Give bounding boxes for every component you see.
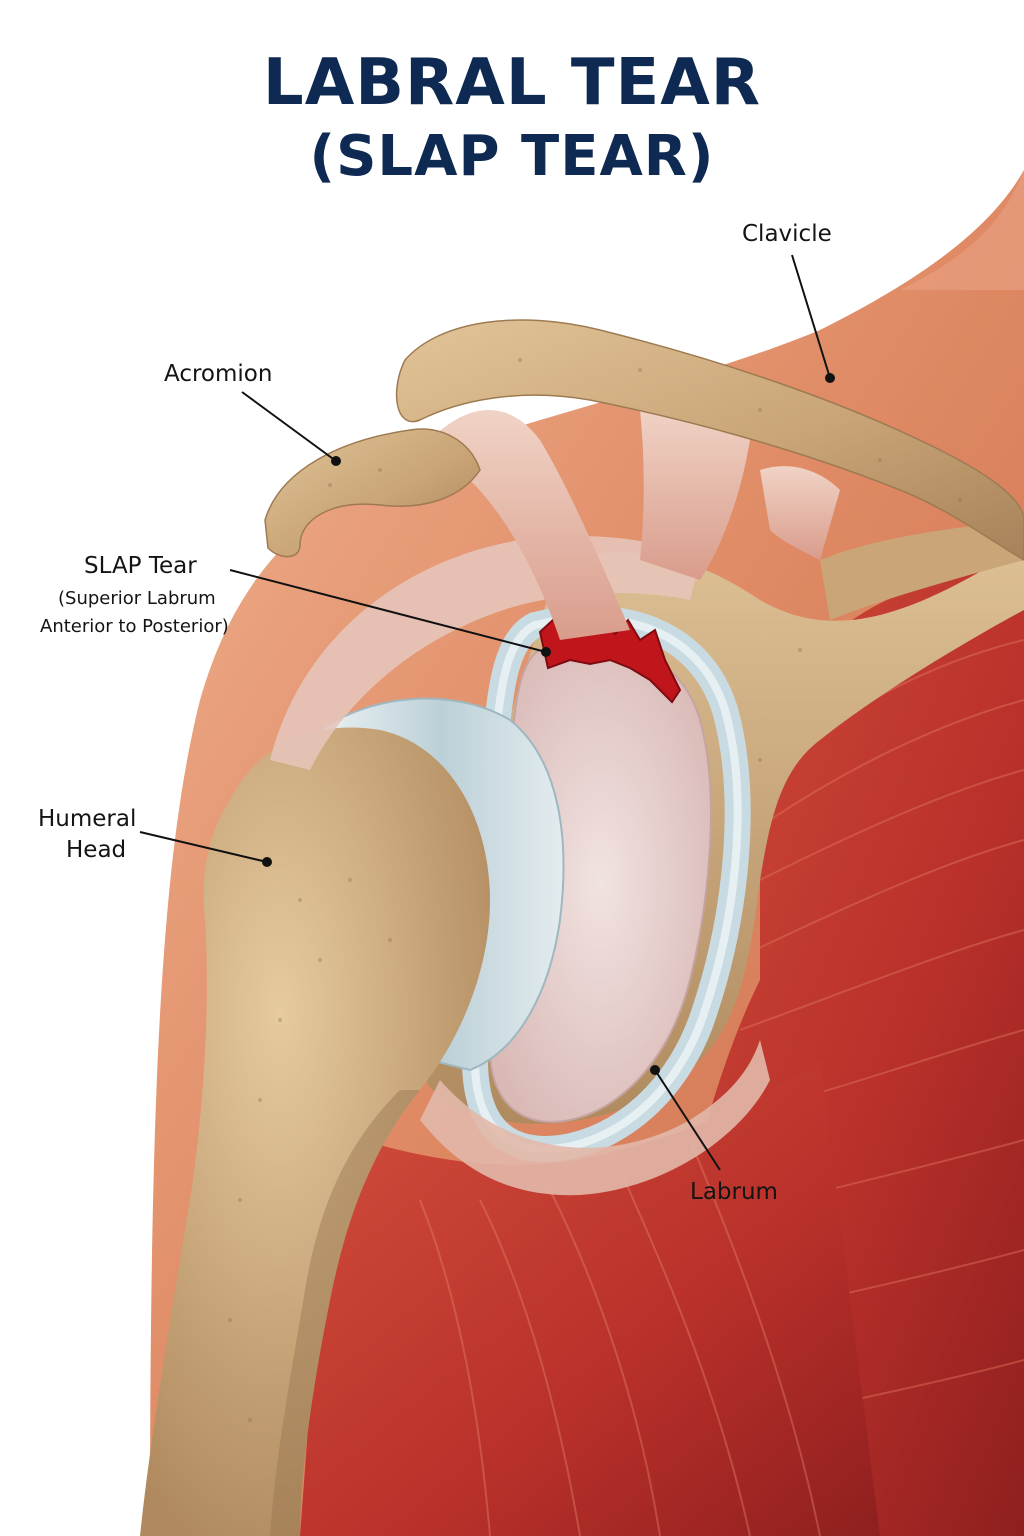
humerus-shadow (270, 1090, 420, 1536)
humeral-head-leader (139, 831, 268, 863)
humerus-bone (140, 727, 490, 1536)
label-humeral-head-line-2: Head (66, 837, 127, 863)
label-slap-tear: SLAP Tear (84, 553, 197, 579)
coracoclavicular-ligament (760, 466, 840, 560)
biceps-tendon (430, 410, 630, 640)
page-title: LABRAL TEAR (262, 46, 762, 120)
acromion-bone (264, 428, 481, 558)
label-acromion: Acromion (164, 361, 273, 387)
clavicle-bone (395, 319, 1024, 561)
leader-dots (262, 373, 835, 1075)
joint-capsule-lower (420, 1040, 770, 1196)
muscle-fibers-lower (419, 1139, 821, 1536)
clavicle-leader (791, 254, 831, 379)
skin-shadow-upper (900, 170, 1024, 290)
acromion-leader (241, 391, 337, 462)
scapula-spine (820, 520, 1024, 620)
leader-lines (139, 254, 831, 1171)
lower-muscle-band (300, 1060, 880, 1536)
coracoacromial-ligament (640, 406, 750, 580)
label-labrum: Labrum (690, 1179, 778, 1205)
label-clavicle: Clavicle (742, 221, 832, 247)
slap-tear-leader (229, 569, 547, 653)
bone-texture (228, 358, 962, 1422)
page-subtitle: (SLAP TEAR) (309, 124, 715, 189)
labrum-leader (654, 1069, 721, 1171)
label-slap-tear-detail-2: Anterior to Posterior) (40, 616, 229, 637)
label-humeral-head-line-1: Humeral (38, 806, 137, 832)
label-slap-tear-detail-1: (Superior Labrum (58, 588, 216, 609)
